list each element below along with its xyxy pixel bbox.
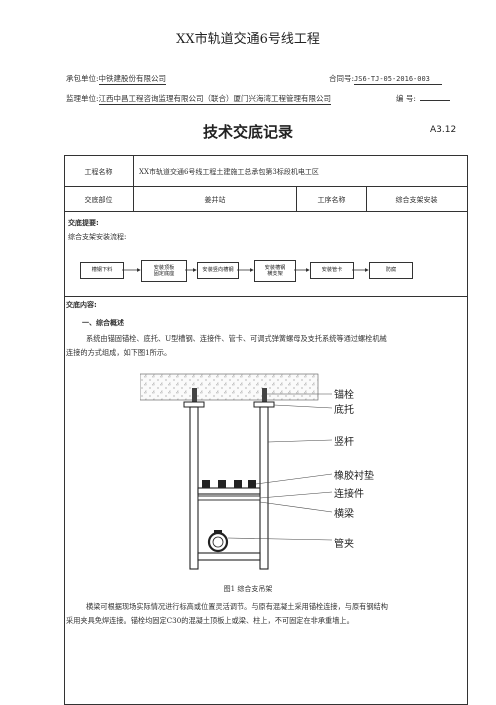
- contract-no-value: JS6-TJ-05-2016-003: [354, 75, 442, 85]
- flow-step: 槽钢下料: [80, 262, 124, 279]
- figure-caption: 图1 综合支吊架: [223, 585, 273, 593]
- pipe: [212, 536, 224, 548]
- record-heading: 技术交底记录: [202, 123, 293, 141]
- flow-step: 安装槽钢 横支架: [254, 260, 296, 282]
- rubber-pad: [202, 480, 210, 488]
- contractor-row: 承包单位:中铁建股份有限公司: [66, 73, 167, 85]
- paragraph-line: 采用夹具免焊连接。锚栓均固定C30的混凝土顶板上或梁、柱上，不可固定在非承重墙上…: [66, 616, 354, 625]
- flow-step: 防腐: [369, 262, 413, 279]
- paragraph-line: 横梁可根据现场实际情况进行标高或位置灵活调节。与原有混凝土采用锚栓连接，与原有钢…: [86, 602, 388, 611]
- document-code: A3.12: [430, 125, 457, 135]
- anchor-bolt-left: [192, 388, 197, 404]
- cross-beam: [197, 552, 261, 561]
- project-name-label: 工程名称: [84, 168, 113, 176]
- row-divider: [64, 186, 467, 187]
- rubber-pad: [218, 480, 226, 488]
- contractor-label: 承包单位:: [66, 74, 99, 83]
- contract-no-row: 合同号:JS6-TJ-05-2016-003: [329, 73, 442, 85]
- support-diagram: [140, 373, 333, 570]
- part-value: 姜井站: [204, 196, 226, 204]
- flow-step: 安装竖向槽钢: [197, 262, 239, 279]
- row-divider: [64, 211, 467, 212]
- label-pipe-clamp: 管夹: [334, 539, 354, 550]
- base-plate-left: [183, 401, 205, 408]
- number-row: 编 号:: [396, 93, 450, 104]
- part-label: 交底部位: [84, 196, 113, 204]
- rubber-pad: [234, 480, 242, 488]
- flow-step: 安装管卡: [310, 262, 354, 279]
- pipe-clamp: [207, 531, 229, 553]
- connector: [197, 495, 261, 501]
- content-title: 交底内容:: [66, 301, 97, 309]
- process-label: 工序名称: [317, 196, 346, 204]
- summary-title: 交底提要:: [68, 219, 99, 227]
- label-rubber-pad: 橡胶衬垫: [334, 471, 374, 482]
- label-anchor: 锚栓: [334, 390, 354, 401]
- number-label: 编 号:: [396, 94, 416, 103]
- concrete-slab: [140, 373, 319, 401]
- leader-lines: [227, 393, 333, 541]
- contract-no-label: 合同号:: [329, 74, 355, 83]
- supervisor-label: 监理单位:: [66, 94, 99, 103]
- contractor-value: 中铁建股份有限公司: [98, 74, 167, 85]
- vertical-channel-right: [259, 406, 269, 570]
- clamp-top: [214, 530, 222, 533]
- rubber-pad-beam: [197, 487, 261, 495]
- anchor-bolt-right: [262, 388, 267, 404]
- flow-step: 安装顶板 固定底座: [141, 260, 187, 282]
- column-divider: [133, 155, 134, 211]
- summary-text: 综合支架安装流程:: [68, 233, 127, 241]
- column-divider: [296, 186, 297, 211]
- paragraph-line: 系统由锚固锚栓、底托、U型槽钢、连接件、管卡、可调式弹簧螺母及支托系统等通过螺栓…: [86, 334, 387, 343]
- vertical-channel-left: [189, 406, 199, 570]
- paragraph-line: 连接的方式组成，如下图1所示。: [66, 348, 172, 357]
- supervisor-row: 监理单位:江西中昌工程咨询监理有限公司（联合）厦门兴海湾工程管理有限公司: [66, 93, 332, 105]
- label-beam: 横梁: [334, 509, 354, 520]
- base-plate-right: [253, 401, 275, 408]
- label-rod: 竖杆: [334, 437, 354, 448]
- project-name-value: XX市轨道交通6号线工程土建施工总承包第3标段机电工区: [139, 168, 319, 176]
- rubber-pad: [248, 480, 256, 488]
- process-value: 综合支架安装: [395, 196, 438, 204]
- label-connector: 连接件: [334, 489, 364, 500]
- document-title: XX市轨道交通6号线工程: [176, 32, 320, 47]
- row-divider: [64, 296, 467, 297]
- number-value: [419, 99, 450, 101]
- supervisor-value: 江西中昌工程咨询监理有限公司（联合）厦门兴海湾工程管理有限公司: [98, 94, 332, 105]
- section-title: 一、综合概述: [82, 319, 124, 327]
- label-base: 底托: [334, 405, 354, 416]
- column-divider: [366, 186, 367, 211]
